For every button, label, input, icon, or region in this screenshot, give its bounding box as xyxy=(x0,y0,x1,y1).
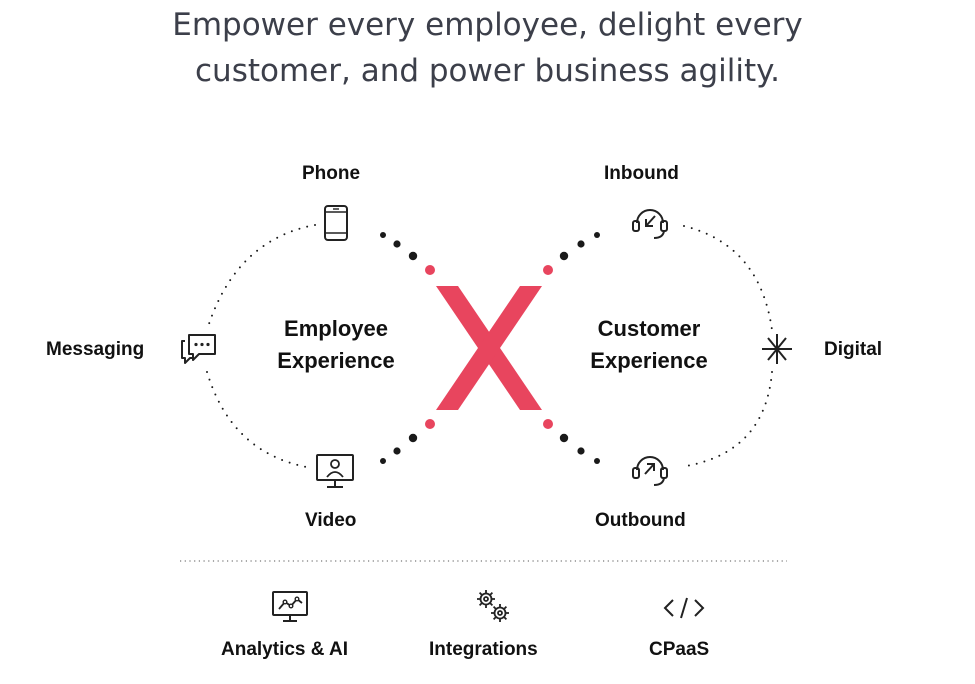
integrations-label: Integrations xyxy=(429,639,538,660)
messaging-icon xyxy=(181,334,216,364)
customer-experience-title: Customer Experience xyxy=(549,313,749,377)
code-icon xyxy=(663,597,705,619)
inbound-headset-icon xyxy=(632,209,668,239)
video-icon xyxy=(316,454,354,488)
headline-line-1: Empower every employee, delight every xyxy=(172,7,803,43)
customer-experience-line-2: Experience xyxy=(590,348,708,373)
outbound-headset-icon xyxy=(632,456,668,486)
employee-experience-line-1: Employee xyxy=(284,316,388,341)
digital-label: Digital xyxy=(824,339,883,360)
left-loop-arc-bottom xyxy=(206,371,313,469)
outbound-label: Outbound xyxy=(595,510,686,531)
video-label: Video xyxy=(305,510,357,531)
digital-asterisk-icon xyxy=(762,334,792,364)
messaging-label: Messaging xyxy=(46,339,145,360)
x-mark xyxy=(436,286,542,410)
dot-trail-bottom-left xyxy=(380,419,435,464)
employee-experience-line-2: Experience xyxy=(277,348,395,373)
inbound-label: Inbound xyxy=(604,163,679,184)
headline: Empower every employee, delight every cu… xyxy=(0,2,975,94)
cpaas-label: CPaaS xyxy=(649,639,710,660)
gears-icon xyxy=(477,590,509,622)
analytics-label: Analytics & AI xyxy=(221,639,349,660)
headline-line-2: customer, and power business agility. xyxy=(195,53,780,89)
analytics-icon xyxy=(272,591,308,622)
right-loop-arc-bottom xyxy=(685,371,773,467)
dot-trail-top-right xyxy=(543,232,600,275)
customer-experience-line-1: Customer xyxy=(597,316,701,341)
dot-trail-top-left xyxy=(380,232,435,275)
phone-label: Phone xyxy=(302,163,361,184)
employee-experience-title: Employee Experience xyxy=(236,313,436,377)
dot-trail-bottom-right xyxy=(543,419,600,464)
phone-icon xyxy=(324,205,348,241)
